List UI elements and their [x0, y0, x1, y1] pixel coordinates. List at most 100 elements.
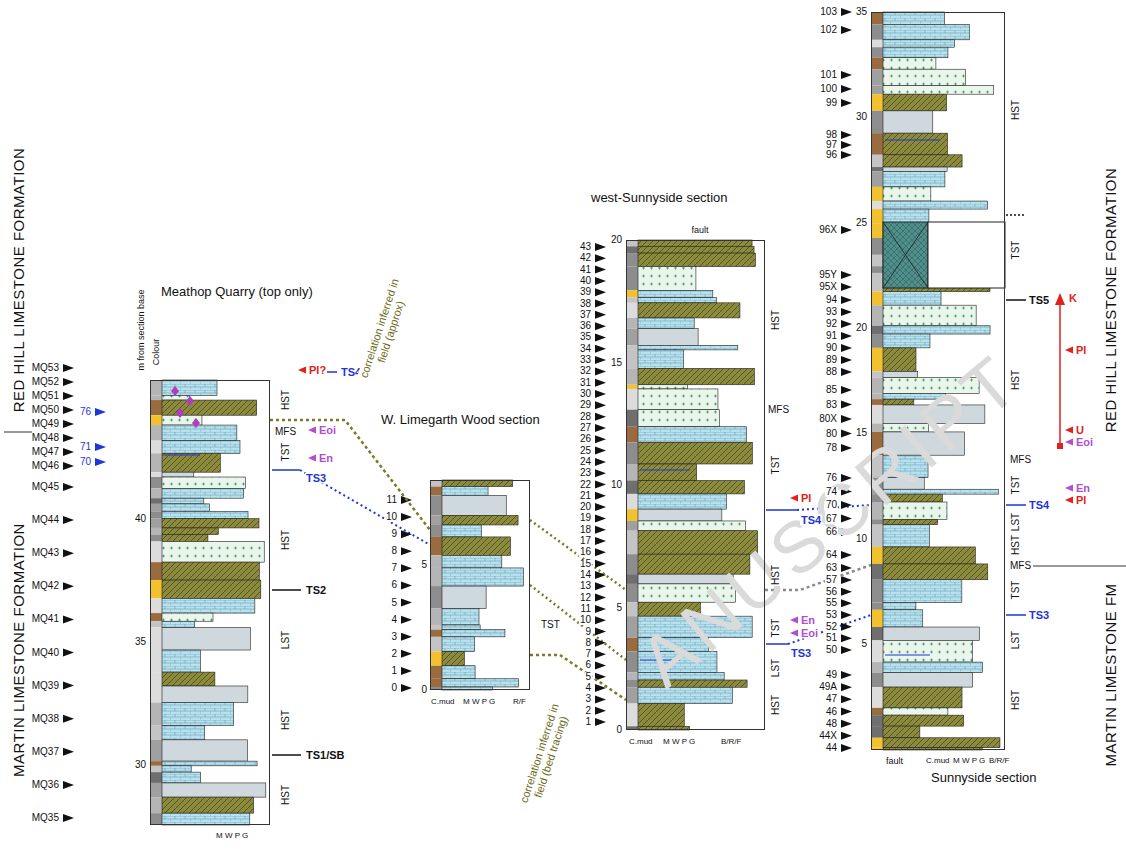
sample-arrow: [595, 695, 606, 703]
colour-band: [430, 515, 442, 525]
bed: [883, 502, 947, 519]
bed: [883, 378, 979, 394]
colour-band: [150, 703, 162, 726]
sample-number: 98: [825, 130, 838, 140]
sample-arrow: [595, 481, 606, 489]
colour-band: [871, 494, 883, 502]
colour-band: [150, 400, 162, 415]
colour-band: [626, 574, 638, 584]
sample-arrow: [841, 623, 852, 631]
sample-arrow: [63, 682, 74, 690]
colour-band: [871, 580, 883, 603]
scale-number: 15: [855, 428, 868, 438]
sample-arrow: [298, 367, 306, 374]
sample-number: 57: [825, 575, 838, 585]
sample-arrow: [401, 547, 412, 555]
event-label: TS4: [800, 515, 822, 526]
bed: [638, 651, 717, 672]
sample-arrow: [63, 582, 74, 590]
sample-arrow: [63, 406, 74, 414]
bed: [883, 478, 924, 490]
sample-number: 80X: [818, 414, 838, 424]
sample-number: 15: [579, 559, 592, 569]
sample-arrow: [95, 408, 106, 416]
sample-number: 39: [579, 287, 592, 297]
bed: [638, 480, 744, 493]
sample-arrow: [595, 300, 606, 308]
colour-band: [150, 498, 162, 504]
colour-band: [150, 613, 162, 621]
sample-number: 21: [579, 491, 592, 501]
sample-number: 38: [579, 299, 592, 309]
sample-number: 6: [390, 580, 398, 590]
colour-band: [150, 395, 162, 400]
sample-arrow: [595, 277, 606, 285]
sample-number: MQ35: [31, 813, 60, 823]
colour-band: [150, 519, 162, 528]
colour-band: [626, 427, 638, 443]
colour-band: [626, 318, 638, 329]
colour-band: [150, 562, 162, 580]
bed: [638, 687, 732, 703]
colour-band: [150, 535, 162, 542]
sequence-label: HST: [771, 694, 781, 716]
sample-number: 7: [584, 649, 592, 659]
sample-arrow: [595, 707, 606, 715]
sample-arrow: [1065, 347, 1073, 354]
sample-number: 96X: [818, 225, 838, 235]
colour-band: [871, 393, 883, 399]
sample-arrow: [595, 537, 606, 545]
colour-band: [430, 652, 442, 666]
sample-number: 49: [825, 670, 838, 680]
colour-band: [871, 133, 883, 155]
bed: [883, 662, 983, 673]
sample-arrow: [595, 322, 606, 330]
sample-number: 44X: [818, 731, 838, 741]
sample-number: 1: [584, 717, 592, 727]
colour-band: [871, 47, 883, 57]
sample-arrow: [841, 151, 852, 159]
colour-band: [871, 24, 883, 39]
sample-number: 33: [579, 355, 592, 365]
sequence-label: TST: [1011, 475, 1021, 496]
colour-band: [430, 637, 442, 652]
sample-arrow: [63, 781, 74, 789]
sample-arrow: [595, 266, 606, 274]
colour-band: [150, 650, 162, 672]
sample-number: 96: [825, 150, 838, 160]
colour-band: [871, 155, 883, 167]
sample-number: 88: [825, 367, 838, 377]
sample-arrow: [63, 549, 74, 557]
sample-number: 10: [579, 615, 592, 625]
colour-band: [871, 86, 883, 95]
bed: [638, 345, 738, 350]
scale-number: 10: [610, 480, 623, 490]
bed: [442, 630, 505, 637]
sample-arrow: [841, 528, 852, 536]
bed: [883, 547, 975, 564]
sample-number: 93: [825, 307, 838, 317]
bed: [162, 726, 205, 740]
scale-number: 30: [134, 760, 147, 770]
event-label: TS2: [305, 585, 327, 596]
sample-arrow: [595, 661, 606, 669]
blue-marks: [164, 140, 940, 660]
bed: [638, 521, 745, 531]
bed: [162, 783, 266, 797]
colour-band: [871, 405, 883, 423]
bed: [442, 487, 488, 496]
correlation-note: correlation inferred in field (bed traci…: [515, 694, 575, 816]
sample-arrow: [595, 243, 606, 251]
scale-number: 20: [610, 235, 623, 245]
colour-band: [430, 679, 442, 687]
sample-number: 24: [579, 457, 592, 467]
event-label: En: [318, 453, 334, 464]
sample-number: 7: [390, 563, 398, 573]
sequence-label: TST: [1011, 580, 1021, 601]
chert-nodules: [171, 386, 200, 428]
bed: [883, 326, 990, 334]
sample-arrow: [841, 368, 852, 376]
colour-band: [626, 246, 638, 253]
colour-band: [871, 662, 883, 673]
sample-arrow: [841, 8, 852, 16]
